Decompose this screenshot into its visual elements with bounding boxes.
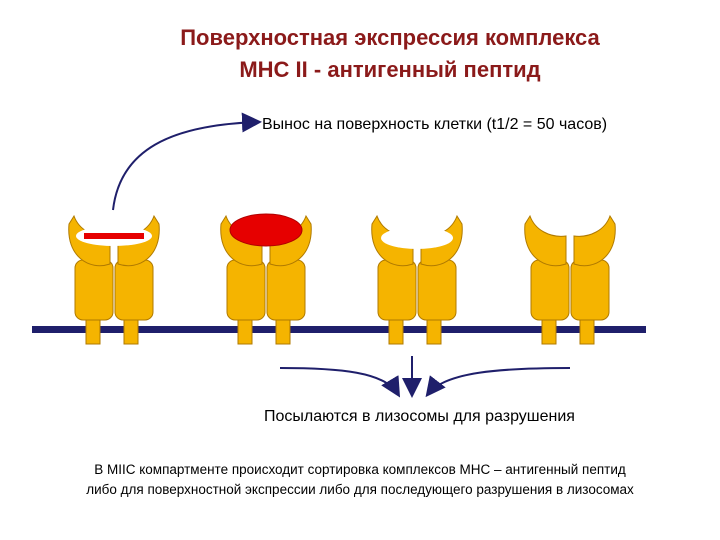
- mhc-lower-domain-left: [226, 259, 266, 321]
- title-line-2: МНС II - антигенный пептид: [239, 57, 541, 82]
- mhc-lower-domain-right: [417, 259, 457, 321]
- caption-line-1: В MIIC компартменте происходит сортировк…: [94, 462, 626, 477]
- mhc-complex-4: [524, 210, 616, 345]
- caption: В MIIC компартменте происходит сортировк…: [0, 460, 720, 500]
- mhc-complex-1: [68, 214, 160, 345]
- mhc-lower-domain-right: [114, 259, 154, 321]
- mhc-complex-3: [371, 214, 463, 345]
- lysosome-arrow-right: [425, 367, 571, 398]
- surface-transport-label: Вынос на поверхность клетки (t1/2 = 50 ч…: [262, 116, 608, 133]
- mhc-lower-domain-left: [377, 259, 417, 321]
- mhc-lower-domain-right: [266, 259, 306, 321]
- lysosome-label: Посылаются в лизосомы для разрушения: [264, 408, 575, 425]
- cell-membrane: [32, 326, 646, 333]
- surface-arrow: [112, 112, 262, 211]
- lysosome-arrow-left: [279, 367, 401, 398]
- peptide-fragment: [84, 233, 144, 239]
- empty-groove: [381, 227, 453, 249]
- mhc-lower-domain-left: [74, 259, 114, 321]
- open-groove: [536, 210, 604, 234]
- title-line-1: Поверхностная экспрессия комплекса: [180, 25, 600, 50]
- bound-peptide: [229, 213, 303, 247]
- mhc-complex-2: [220, 213, 312, 345]
- caption-line-2: либо для поверхностной экспрессии либо д…: [86, 482, 634, 497]
- mhc-upper-domain-right: [573, 214, 616, 267]
- mhc-upper-domain-left: [524, 214, 567, 267]
- mhc-lower-domain-left: [530, 259, 570, 321]
- mhc-lower-domain-right: [570, 259, 610, 321]
- slide-title: Поверхностная экспрессия комплекса МНС I…: [0, 22, 720, 86]
